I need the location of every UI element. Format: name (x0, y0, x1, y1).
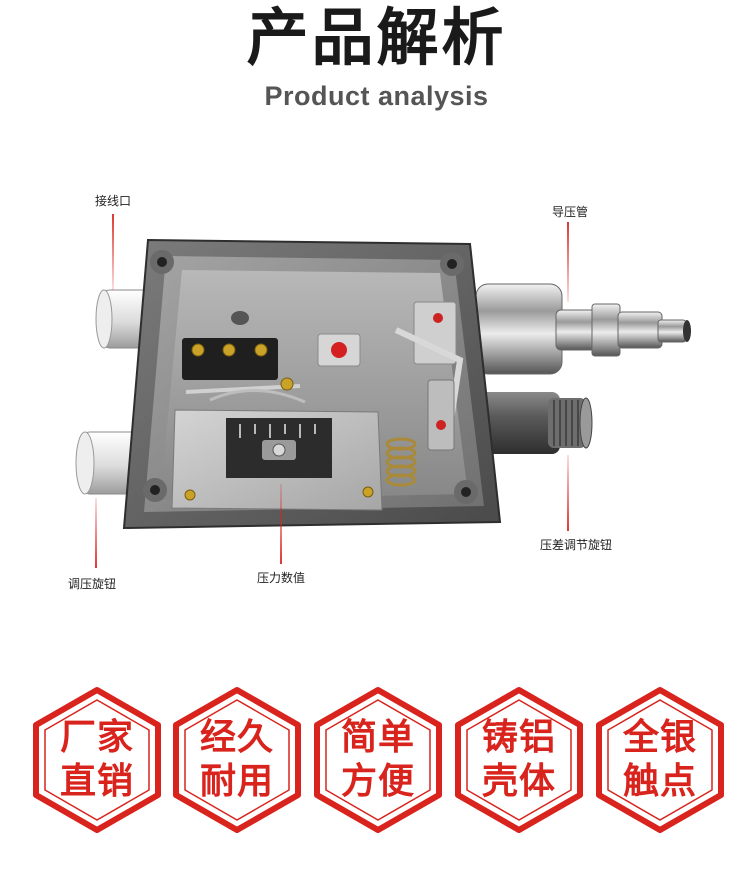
product-photo (75, 214, 691, 568)
feature-hex-cast-aluminum: 铸铝 壳体 (454, 686, 584, 834)
feature-hex-silver-contacts: 全银 触点 (595, 686, 725, 834)
lever-mechanism (394, 301, 464, 451)
feature-text-line2: 触点 (622, 760, 697, 801)
callout-line-wiring-port (112, 214, 114, 290)
pressure-tube (475, 283, 691, 375)
feature-text-line2: 方便 (340, 760, 415, 801)
feature-hex-easy: 简单 方便 (313, 686, 443, 834)
red-indicator (317, 333, 361, 367)
callout-line-pressure-knob (95, 498, 97, 568)
feature-text-line1: 简单 (340, 716, 415, 757)
label-pressure-value: 压力数值 (257, 571, 306, 585)
feature-text-line2: 直销 (59, 760, 134, 801)
label-pressure-knob: 调压旋钮 (68, 577, 117, 591)
hexagon-frame (33, 687, 161, 833)
page-title: 产品解析 (246, 4, 507, 73)
feature-text-line2: 耐用 (199, 760, 274, 801)
page-subtitle: Product analysis (264, 81, 489, 111)
feature-hex-factory-direct: 厂家 直销 (32, 686, 162, 834)
callout-line-diff-knob (567, 455, 569, 531)
feature-text-line1: 全银 (622, 716, 697, 757)
feature-text-line1: 经久 (199, 716, 274, 757)
feature-text-line2: 壳体 (481, 760, 556, 801)
label-pressure-tube: 导压管 (552, 205, 589, 219)
callout-line-pressure-value (280, 484, 282, 564)
hexagon-frame (455, 687, 583, 833)
feature-hex-durable: 经久 耐用 (172, 686, 302, 834)
hexagon-frame (596, 687, 724, 833)
callout-line-pressure-tube (567, 222, 569, 302)
scale-plate (171, 409, 383, 511)
hexagon-frame (173, 687, 301, 833)
label-diff-knob: 压差调节旋钮 (540, 538, 613, 552)
feature-text-line1: 厂家 (59, 716, 134, 757)
pressure-knob-fitting (75, 431, 143, 495)
hexagon-frame (314, 687, 442, 833)
spring (385, 437, 417, 487)
cable-gland-top (95, 289, 153, 349)
label-wiring-port: 接线口 (95, 194, 132, 208)
micro-switch (182, 338, 306, 404)
diff-knob (478, 392, 593, 454)
feature-text-line1: 铸铝 (481, 716, 556, 757)
